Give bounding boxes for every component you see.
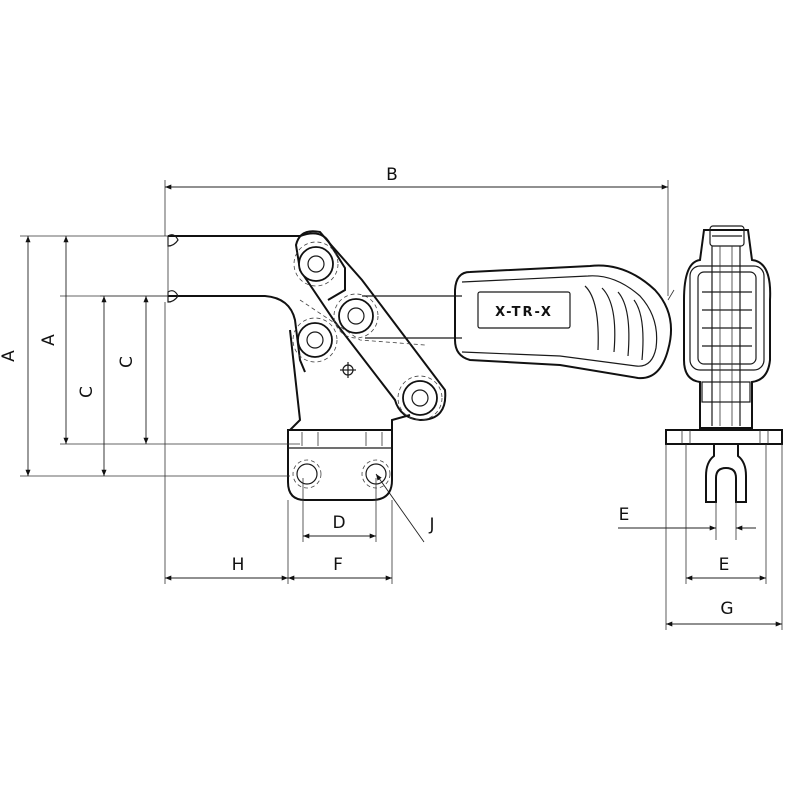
dim-C-outer-label: C	[77, 386, 97, 398]
side-view: X-TR-X	[167, 230, 672, 501]
handle-logo: X-TR-X	[495, 305, 553, 320]
dim-F-label: F	[333, 555, 343, 575]
dim-B-label: B	[386, 165, 398, 185]
front-fork	[705, 444, 747, 503]
handle-grip: X-TR-X	[454, 264, 672, 380]
dim-D-label: D	[332, 513, 345, 533]
pivot-mid	[333, 293, 379, 339]
center-mark	[340, 362, 356, 378]
pivot-left	[292, 317, 338, 363]
dim-A-inner-label: A	[39, 334, 59, 346]
dim-H-label: H	[232, 555, 245, 575]
pivot-top	[293, 241, 339, 287]
side-dimensions: B A A C C D H F J	[0, 165, 675, 584]
dim-C-inner-label: C	[117, 356, 137, 368]
mounting-base	[287, 429, 393, 501]
front-view	[665, 225, 783, 503]
upper-link	[294, 230, 447, 422]
dim-E-bottom-label: E	[719, 555, 730, 575]
dim-A-outer-label: A	[0, 350, 19, 362]
front-dimensions: E E G	[618, 444, 783, 630]
pivot-bottom	[397, 375, 443, 421]
dim-G-label: G	[720, 599, 733, 619]
dim-J-label: J	[428, 515, 434, 535]
front-base-flange	[665, 429, 783, 445]
mounting-hole-left	[296, 463, 318, 485]
dim-E-top-label: E	[619, 505, 630, 525]
